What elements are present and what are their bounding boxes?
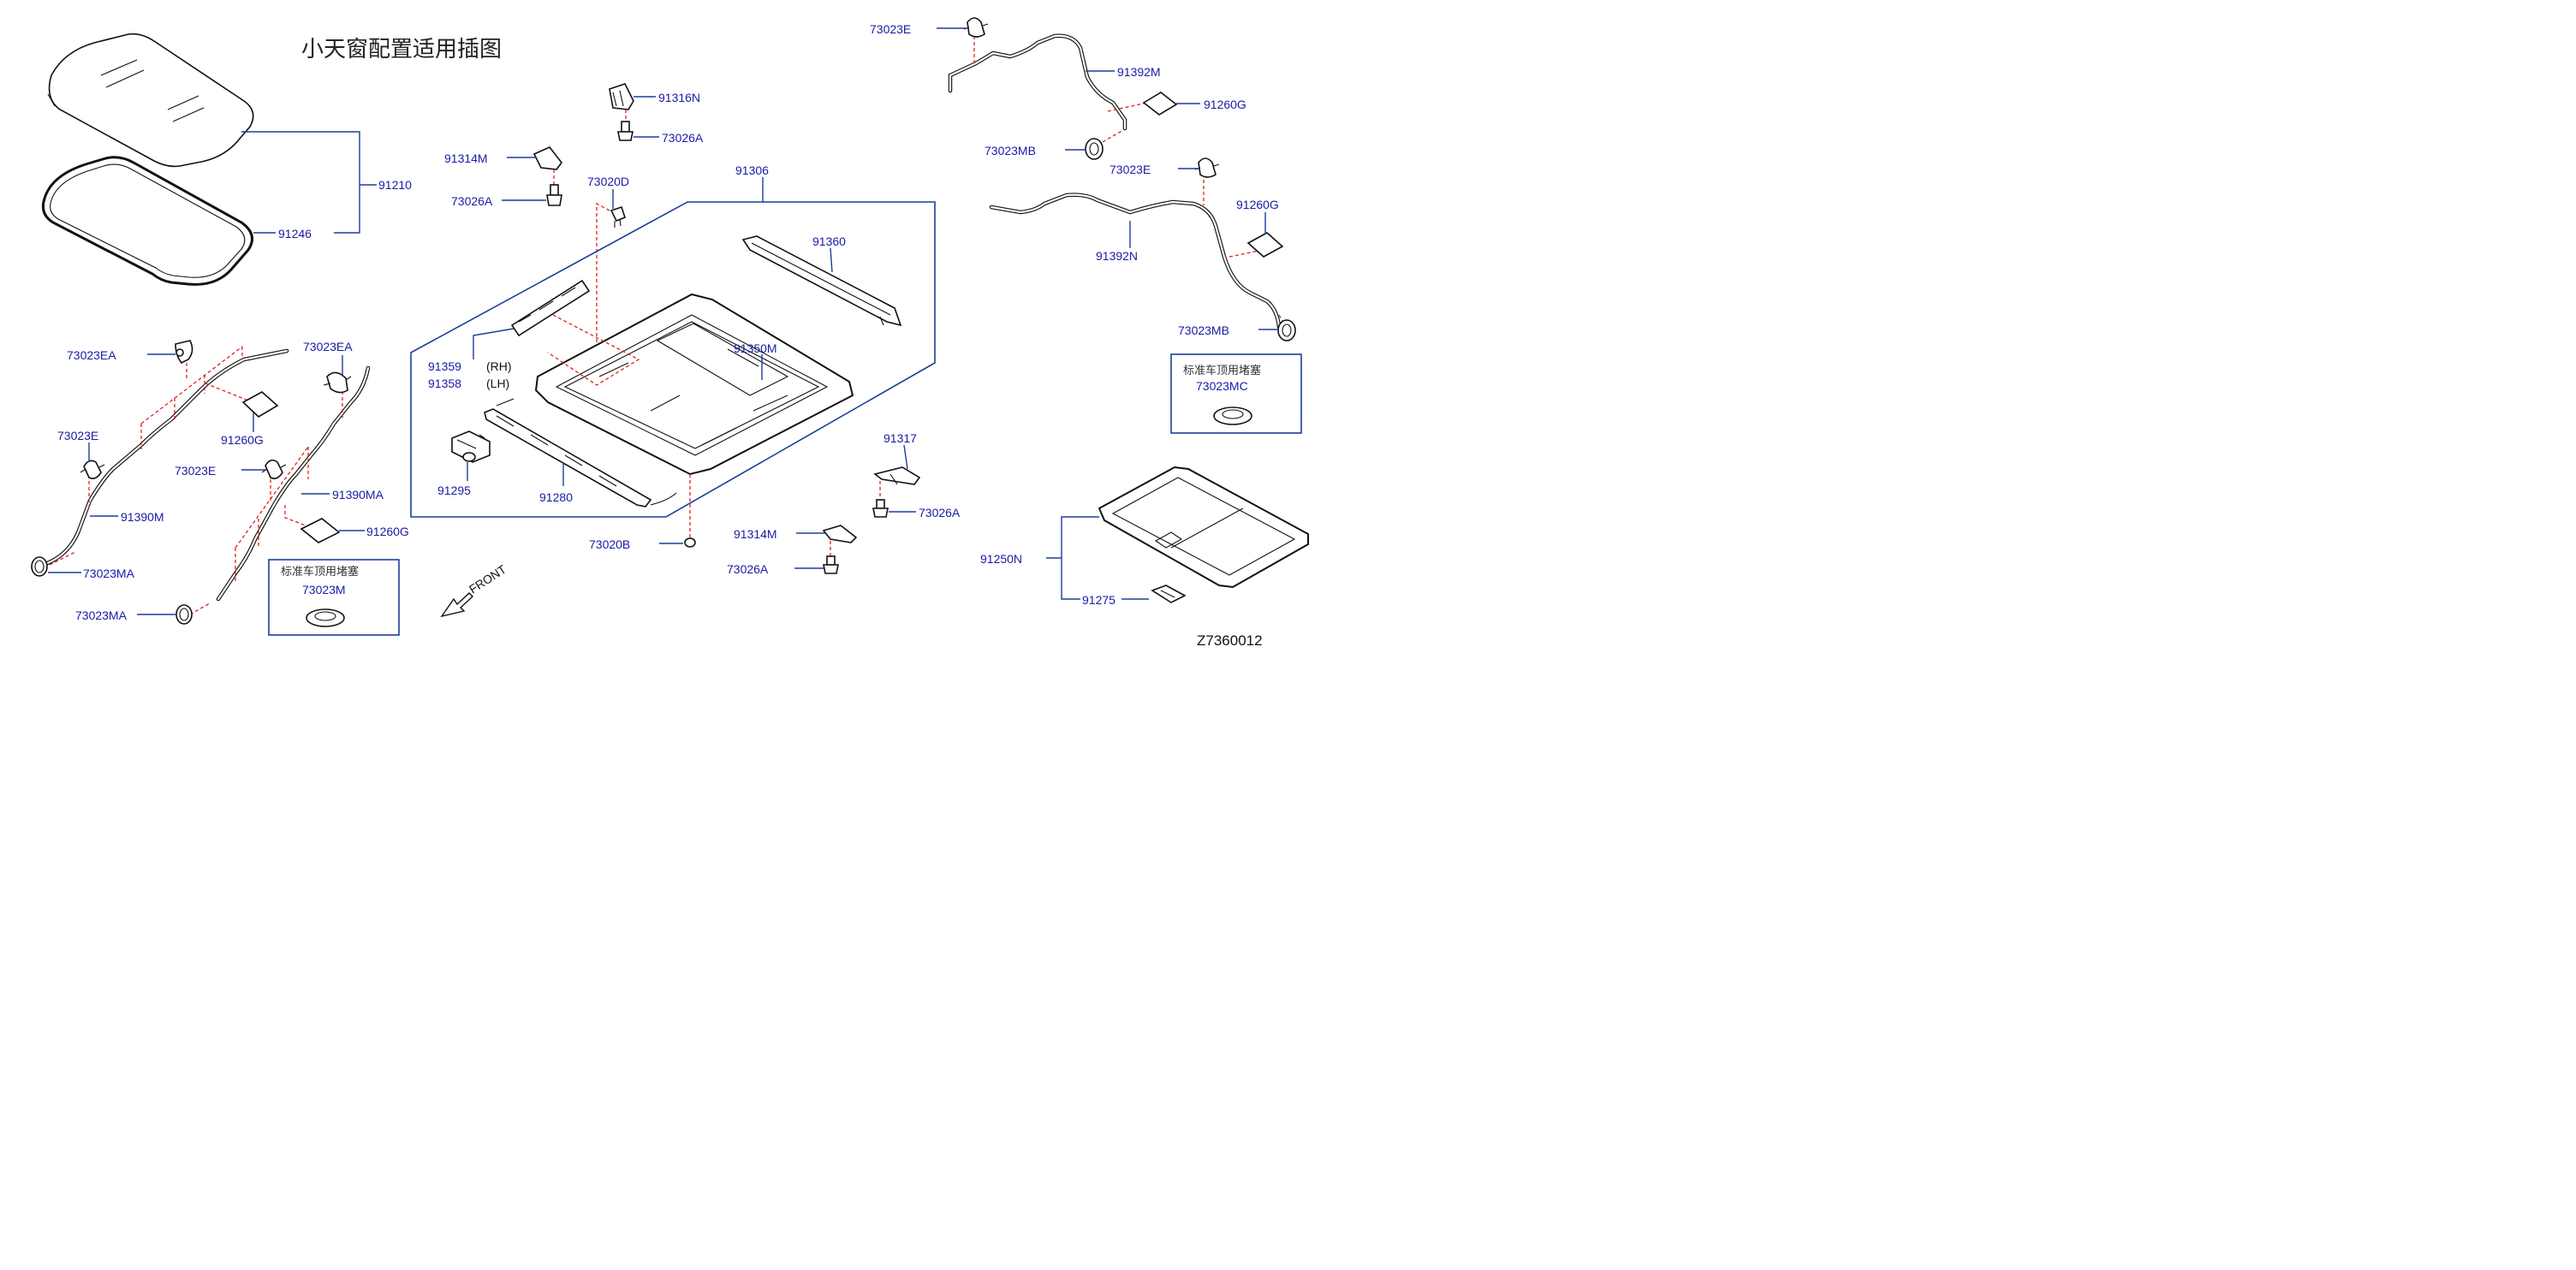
sunroof-frame-91350M [534,293,854,476]
part-label-91359-side: (RH) [486,359,512,373]
grommet-73023MB-2 [1277,319,1296,341]
part-label-91358-side: (LH) [486,377,509,390]
bracket-91314M-top [532,146,563,170]
bracket-91316N [609,83,634,110]
standard-roof-plug-box-left: 标准车顶用堵塞 73023M [268,559,400,636]
standard-roof-plug-box-right: 标准车顶用堵塞 73023MC [1170,353,1302,434]
part-label-73023MB-2[interactable]: 73023MB [1178,323,1229,337]
part-label-91280[interactable]: 91280 [539,490,573,504]
part-label-91392N[interactable]: 91392N [1096,249,1138,263]
bolt-73026A-top [617,121,634,141]
part-label-91246[interactable]: 91246 [278,227,312,240]
bolt-73026A-right2 [823,555,839,574]
part-label-91314M-top[interactable]: 91314M [444,151,488,165]
part-label-73023E-right[interactable]: 73023E [1110,163,1151,176]
part-label-91358[interactable]: 91358 [428,377,461,390]
part-label-91360[interactable]: 91360 [812,234,846,248]
part-label-91317[interactable]: 91317 [883,431,917,445]
drawing-code: Z7360012 [1197,632,1263,649]
part-label-91390MA[interactable]: 91390MA [332,488,384,501]
part-label-73023MC[interactable]: 73023MC [1196,379,1248,393]
part-label-91295[interactable]: 91295 [437,484,471,497]
guide-rail-91359-91358 [510,279,591,337]
part-label-73026A-left[interactable]: 73026A [451,194,493,208]
pad-91260G-right2 [1246,232,1284,258]
part-label-73023MB-1[interactable]: 73023MB [985,144,1036,157]
grommet-73023MB-1 [1085,138,1104,160]
clip-73020D [610,205,626,228]
part-label-91260G-right2[interactable]: 91260G [1236,198,1279,211]
plug-box-title-left: 标准车顶用堵塞 [281,565,359,579]
sunroof-motor-91295 [451,430,491,463]
part-label-73020D[interactable]: 73020D [587,175,629,188]
part-label-91275[interactable]: 91275 [1082,593,1115,607]
drain-hose-91392M [948,33,1127,131]
part-label-73023E-left[interactable]: 73023E [57,429,98,442]
drain-hose-91392N [989,193,1282,329]
part-label-91260G-left[interactable]: 91260G [221,433,264,447]
drive-cable-rail-91280 [484,398,677,507]
drain-hose-91390MA [216,365,371,602]
part-label-91260G-mid[interactable]: 91260G [366,525,409,538]
part-label-73026A-top[interactable]: 73026A [662,131,704,145]
part-label-91392M[interactable]: 91392M [1117,65,1161,79]
part-label-91210[interactable]: 91210 [378,178,412,192]
pad-91260G-left [241,391,279,418]
bracket-91314M-bottom [822,525,858,543]
part-label-73026A-right2[interactable]: 73026A [727,562,769,576]
sunroof-glass-91210 [47,33,254,168]
sunshade-assembly-91250N [1098,466,1309,589]
grommet-73023MA-left [31,556,48,577]
part-label-91314M-bottom[interactable]: 91314M [734,527,777,541]
deflector-rail-91360 [741,235,902,327]
part-label-73023E-topright[interactable]: 73023E [870,22,911,36]
part-label-91260G-right1[interactable]: 91260G [1204,98,1246,111]
assembly-group-box-91306 [410,201,936,518]
part-label-91316N[interactable]: 91316N [658,91,700,104]
part-label-73026A-right1[interactable]: 73026A [919,506,961,519]
bolt-73026A-left [546,184,562,206]
front-direction-arrow: FRONT [440,562,509,618]
sunroof-parts-diagram: 小天窗配置适用插图 91210 91246 73023EA [31,17,1309,649]
part-label-73023M[interactable]: 73023M [302,583,346,596]
hose-clip-73023EA-mid [323,371,352,394]
part-label-91250N[interactable]: 91250N [980,552,1022,566]
part-label-91359[interactable]: 91359 [428,359,461,373]
part-label-73023MA-left[interactable]: 73023MA [83,567,135,580]
bolt-73026A-right1 [872,499,889,518]
pad-91260G-right1 [1142,92,1178,116]
hose-clip-73023E-left [80,460,105,479]
part-label-73023EA-left[interactable]: 73023EA [67,348,116,362]
clip-73020B [684,537,696,548]
pad-91260G-mid [300,518,341,543]
handle-91275 [1151,585,1187,603]
hose-clip-73023EA-left [175,340,193,365]
part-label-91390M[interactable]: 91390M [121,510,164,524]
part-label-73023EA-mid[interactable]: 73023EA [303,340,353,353]
plug-box-title-right: 标准车顶用堵塞 [1183,364,1261,377]
hose-clip-73023E-topright [963,17,989,38]
diagram-title: 小天窗配置适用插图 [301,37,502,62]
part-label-73023MA-mid[interactable]: 73023MA [75,608,128,622]
hose-clip-73023E-right [1194,157,1220,178]
hose-clip-73023E-mid [261,459,287,479]
front-label: FRONT [467,562,509,596]
part-label-73020B[interactable]: 73020B [589,537,630,551]
part-label-91306[interactable]: 91306 [735,163,769,177]
part-label-91350M[interactable]: 91350M [734,341,777,355]
bracket-91317 [873,466,921,485]
part-label-73023E-mid[interactable]: 73023E [175,464,216,478]
grommet-73023MA-mid [176,604,193,625]
weatherstrip-91246 [41,156,253,286]
drain-hose-91390M [40,348,289,567]
